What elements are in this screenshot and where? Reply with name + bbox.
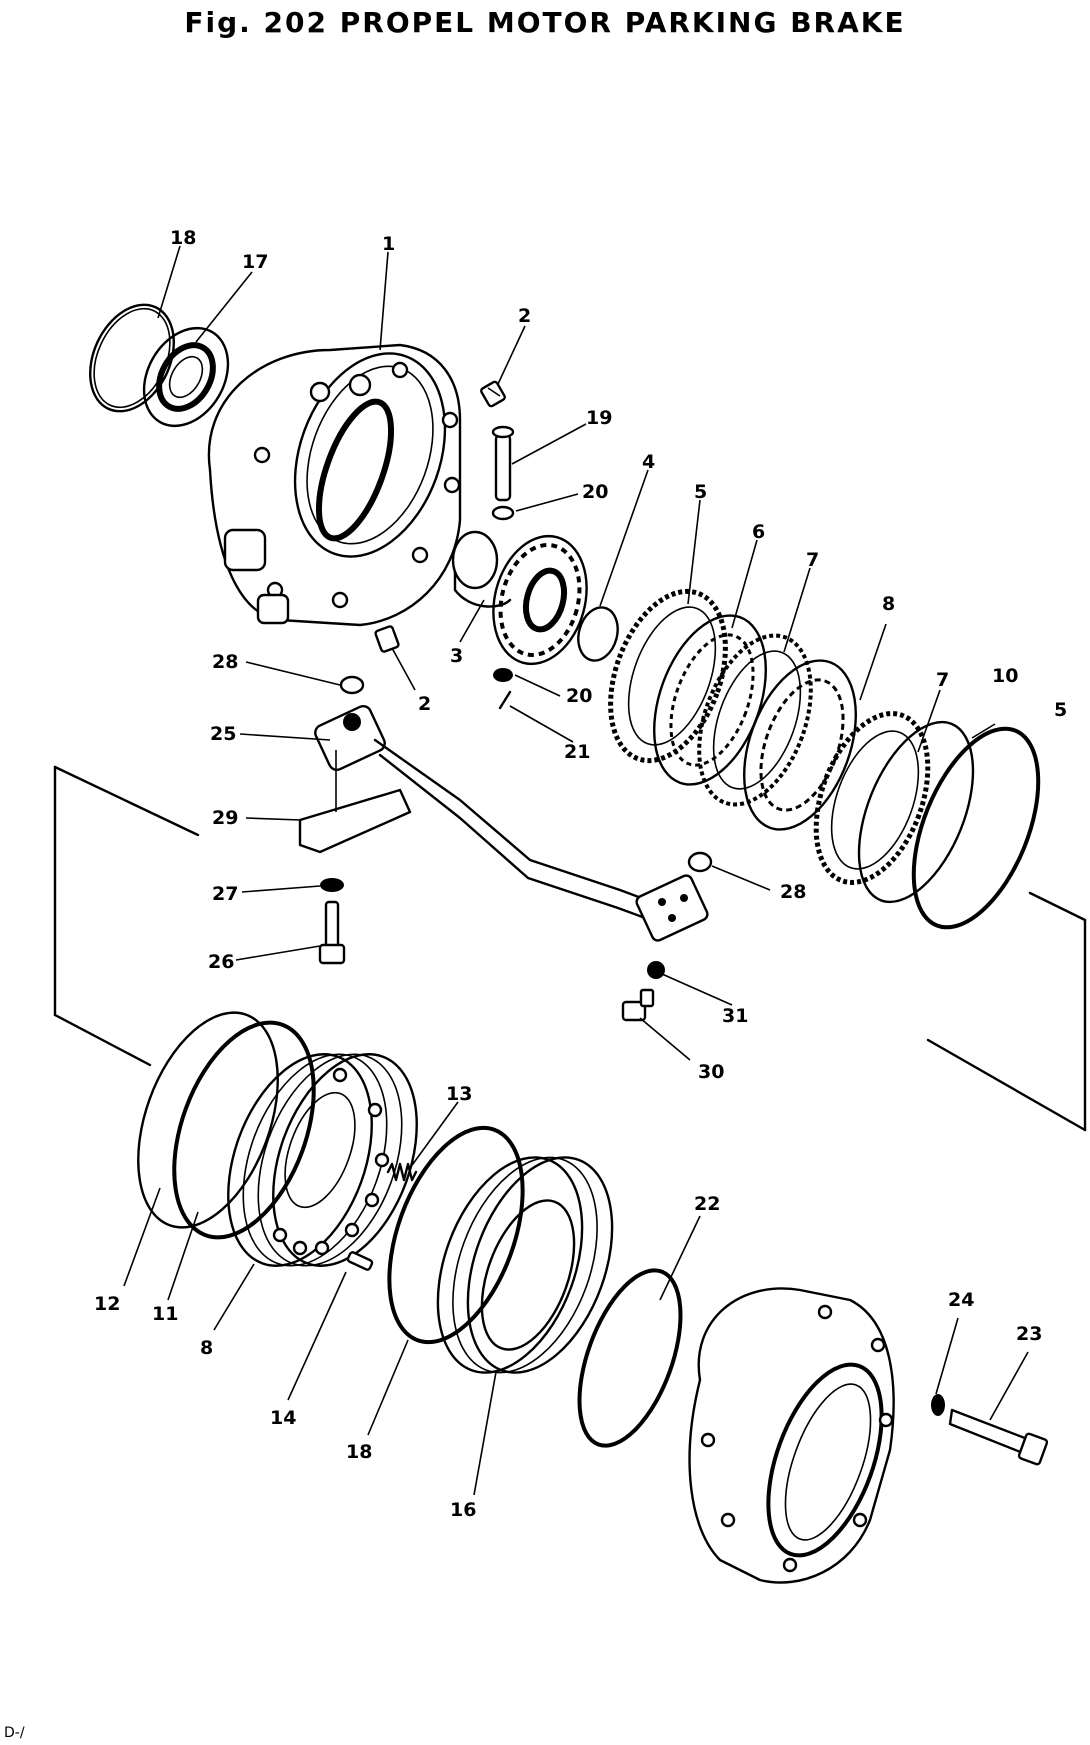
washer-20-lower [493,668,513,682]
callout-5-upper: 5 [694,481,707,503]
callout-14: 14 [270,1407,296,1429]
callout-1: 1 [382,233,395,255]
snap-ring-12 [137,1011,279,1229]
callout-19: 19 [586,407,612,429]
o-ring-5 [911,726,1041,930]
callout-26: 26 [208,951,234,973]
callout-2-lower: 2 [418,693,431,715]
callout-25: 25 [210,723,236,745]
o-ring-4 [577,606,619,662]
callout-4: 4 [642,451,655,473]
callout-7-upper: 7 [806,549,819,571]
seal-18 [387,1125,525,1345]
callout-10: 10 [992,665,1018,687]
plug-2-upper [480,380,506,408]
bolt-30 [621,988,655,1022]
callout-24: 24 [948,1289,974,1311]
washer-28-upper [339,675,365,695]
boundary-lines [53,765,1087,1132]
leader-lines [123,245,1029,1496]
callout-22: 22 [694,1193,720,1215]
callout-13: 13 [446,1083,472,1105]
callout-2-upper: 2 [518,305,531,327]
callout-20-upper: 20 [582,481,608,503]
washer-31 [647,961,665,979]
washer-24 [931,1394,945,1416]
piston-16 [436,1156,614,1374]
seal-11 [172,1020,316,1240]
plate-7-lower [813,711,931,885]
pin-14 [346,1251,374,1271]
callout-18-lower: 18 [346,1441,372,1463]
piston-8 [227,1053,418,1267]
pipe-assembly [298,705,709,965]
callout-18-upper: 18 [170,227,196,249]
callout-8-upper: 8 [882,593,895,615]
spring-pin-21 [498,690,512,710]
callout-31: 31 [722,1005,748,1027]
callout-21: 21 [564,741,590,763]
callout-23: 23 [1016,1323,1042,1345]
pin-19 [491,425,515,502]
figure-title: Fig. 202 PROPEL MOTOR PARKING BRAKE [184,6,906,39]
callout-12: 12 [94,1293,120,1315]
callout-28-upper: 28 [212,651,238,673]
callout-16: 16 [450,1499,476,1521]
callout-11: 11 [152,1303,178,1325]
plate-7-upper [697,633,813,807]
washer-20-upper [491,505,515,521]
o-ring-22 [577,1268,683,1448]
callout-30: 30 [698,1061,724,1083]
ring-10 [857,720,975,904]
callout-7-lower: 7 [936,669,949,691]
callout-20-lower: 20 [566,685,592,707]
bolt-23 [948,1408,1049,1466]
plug-2-lower [374,625,400,653]
callout-labels: 18 17 1 2 19 20 4 5 6 7 8 7 10 5 3 2 20 … [94,227,1067,1521]
callout-29: 29 [212,807,238,829]
bearing-17 [142,326,230,428]
washer-28-right [687,851,713,873]
plate-5 [608,588,728,764]
callout-6: 6 [752,521,765,543]
callout-8-lower: 8 [200,1337,213,1359]
callout-27: 27 [212,883,238,905]
gear-shaft-3 [451,530,588,666]
callout-3: 3 [450,645,463,667]
sheet-footnote: D-/ [4,1725,25,1741]
callout-17: 17 [242,251,268,273]
housing-1 [207,343,462,627]
callout-5-lower: 5 [1054,699,1067,721]
cover [688,1287,895,1584]
callout-28-lower: 28 [780,881,806,903]
spring-13 [386,1162,418,1182]
